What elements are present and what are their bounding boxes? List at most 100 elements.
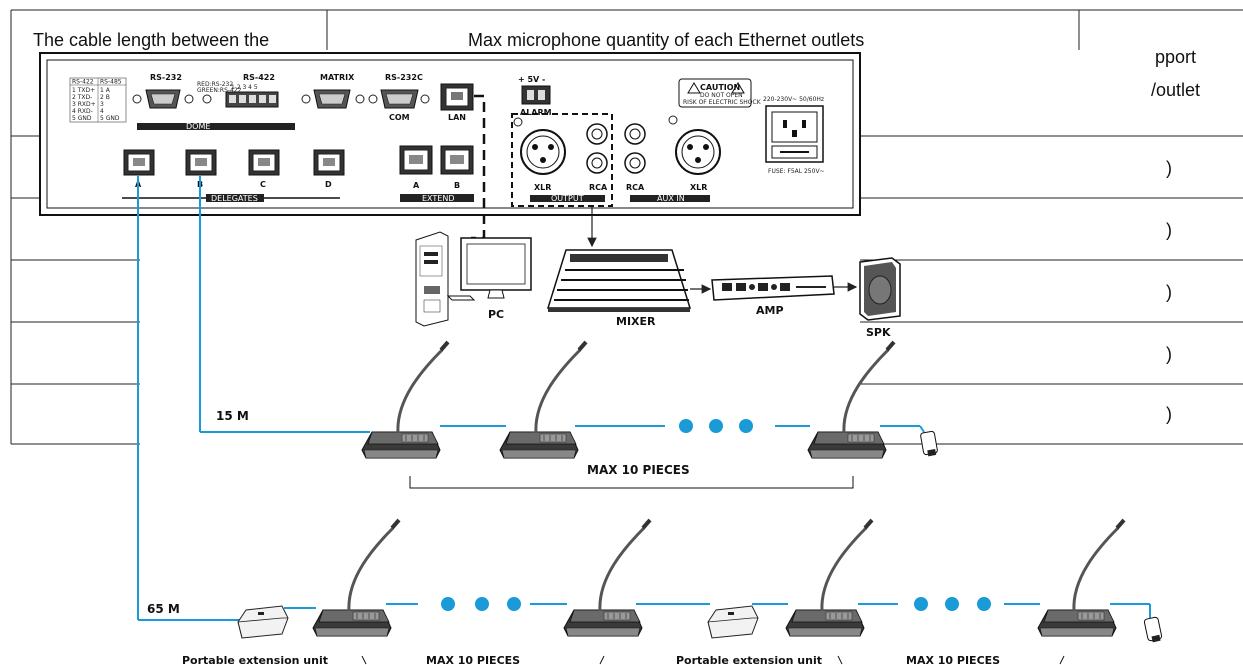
pinout-cell: 5 GND xyxy=(100,115,120,122)
dome-label: DOME xyxy=(186,122,210,131)
cable-end-plug xyxy=(920,430,938,457)
rear-panel: RS-422 RS-485 1 TXD+ 1 A 2 TXD- 2 B 3 RX… xyxy=(39,52,861,216)
com-port xyxy=(368,89,430,109)
run2-bracket-ends xyxy=(361,655,1065,665)
cable-lines xyxy=(137,176,1151,621)
run1-caption: MAX 10 PIECES xyxy=(587,463,690,477)
pinout-cell: 2 B xyxy=(100,94,110,101)
table-cell-row1: ) xyxy=(1166,158,1172,178)
speaker-icon xyxy=(859,257,901,321)
xlr-input xyxy=(668,115,721,175)
dome-bar xyxy=(137,123,295,130)
pinout-header-rs422: RS-422 xyxy=(72,79,94,86)
svg-text:RISK OF ELECTRIC SHOCK: RISK OF ELECTRIC SHOCK xyxy=(683,99,762,106)
pc-icon xyxy=(415,231,532,327)
extend-label: EXTEND xyxy=(422,194,454,203)
alarm-connector xyxy=(521,85,551,105)
delegate-port-a xyxy=(123,149,155,176)
extend-port-b xyxy=(440,145,474,175)
xlr-out-label: XLR xyxy=(534,183,551,192)
run1-distance: 15 M xyxy=(216,409,249,423)
table-cell-row2: ) xyxy=(1166,220,1172,240)
pinout-cell: 1 A xyxy=(100,87,111,94)
portable-extension-unit xyxy=(707,605,759,639)
extend-port-label-b: B xyxy=(454,181,460,190)
pinout-cell: 4 RXD- xyxy=(72,108,93,115)
ellipsis-dots-run2b xyxy=(914,597,991,611)
table-header-support-line2: /outlet xyxy=(1151,80,1201,100)
delegate-port-label-c: C xyxy=(260,180,266,189)
rs422-label: RS-422 xyxy=(243,73,275,82)
rca-out-label: RCA xyxy=(589,183,608,192)
table-grid xyxy=(10,9,1243,445)
pinout-cell: 5 GND xyxy=(72,115,92,122)
pinout-cell: 4 xyxy=(100,108,104,115)
extend-port-label-a: A xyxy=(413,181,420,190)
table-cell-row4: ) xyxy=(1166,344,1172,364)
pinout-cell: 1 TXD+ xyxy=(72,87,95,94)
extension-unit-label-2: Portable extension unit xyxy=(676,654,822,665)
xlr-output xyxy=(513,117,566,175)
spk-label: SPK xyxy=(866,326,891,339)
cable-end-plug xyxy=(1143,616,1163,643)
mains-label: 220-230V~ 50/60Hz xyxy=(763,96,824,103)
delegate-mic-unit xyxy=(311,518,401,638)
status-led xyxy=(202,94,212,104)
output-group-box xyxy=(511,113,613,207)
lan-cable xyxy=(471,94,486,240)
amp-label: AMP xyxy=(756,304,784,317)
table-cell-row3: ) xyxy=(1166,282,1172,302)
fuse-label: FUSE: F5AL 250V~ xyxy=(768,168,825,175)
output-bar xyxy=(530,195,605,202)
table-header-max-mic: Max microphone quantity of each Ethernet… xyxy=(468,30,865,50)
extend-port-a xyxy=(399,145,433,175)
run2-distance: 65 M xyxy=(147,602,180,616)
pinout-cell: 3 RXD+ xyxy=(72,101,96,108)
output-label: OUTPUT xyxy=(551,194,584,203)
rca-output xyxy=(586,123,608,174)
run1-bracket xyxy=(409,476,854,489)
power-5v-label: + 5V - xyxy=(518,75,545,84)
rs422-terminal-block xyxy=(225,91,279,108)
pinout-cell: 2 TXD- xyxy=(72,94,92,101)
lan-port xyxy=(440,83,474,111)
ellipsis-dots-run1 xyxy=(679,419,753,433)
delegate-mic-unit xyxy=(806,340,896,460)
delegate-mic-unit xyxy=(562,518,652,638)
svg-text:DO NOT OPEN: DO NOT OPEN xyxy=(700,92,743,99)
run2-caption-2: MAX 10 PIECES xyxy=(906,654,1000,665)
rca-in-label: RCA xyxy=(626,183,645,192)
matrix-port xyxy=(301,89,365,109)
alarm-label: ALARM xyxy=(520,108,552,117)
ellipsis-dots-run2a xyxy=(441,597,521,611)
run2-caption-1: MAX 10 PIECES xyxy=(426,654,520,665)
led-label-2: GREEN:RS-422 xyxy=(197,87,242,94)
power-inlet xyxy=(765,105,824,163)
rs422-pin-numbers: 1 2 3 4 5 xyxy=(231,84,258,91)
mixer-icon xyxy=(546,249,692,312)
rca-input xyxy=(624,123,646,174)
caution-label: CAUTION DO NOT OPEN RISK OF ELECTRIC SHO… xyxy=(678,78,762,108)
rs232-label: RS-232 xyxy=(150,73,182,82)
delegate-port-b xyxy=(185,149,217,176)
rs232-port xyxy=(132,89,194,109)
svg-text:CAUTION: CAUTION xyxy=(700,83,740,92)
lan-label: LAN xyxy=(448,113,466,122)
delegate-mic-unit xyxy=(498,340,588,460)
delegate-port-c xyxy=(248,149,280,176)
pc-label: PC xyxy=(488,308,504,321)
table-cell-row5: ) xyxy=(1166,404,1172,424)
amp-icon xyxy=(711,275,835,301)
delegates-label: DELEGATES xyxy=(211,194,258,203)
delegate-port-label-d: D xyxy=(325,180,332,189)
pinout-table: RS-422 RS-485 1 TXD+ 1 A 2 TXD- 2 B 3 RX… xyxy=(69,77,127,123)
pinout-header-rs485: RS-485 xyxy=(100,79,122,86)
mixer-label: MIXER xyxy=(616,315,656,328)
delegate-mic-unit xyxy=(1036,518,1126,638)
delegates-bar xyxy=(206,194,264,202)
aux-in-bar xyxy=(630,195,710,202)
xlr-in-label: XLR xyxy=(690,183,707,192)
led-label-1: RED:RS-232 xyxy=(197,81,233,88)
table-header-cable-length: The cable length between the xyxy=(33,30,270,50)
